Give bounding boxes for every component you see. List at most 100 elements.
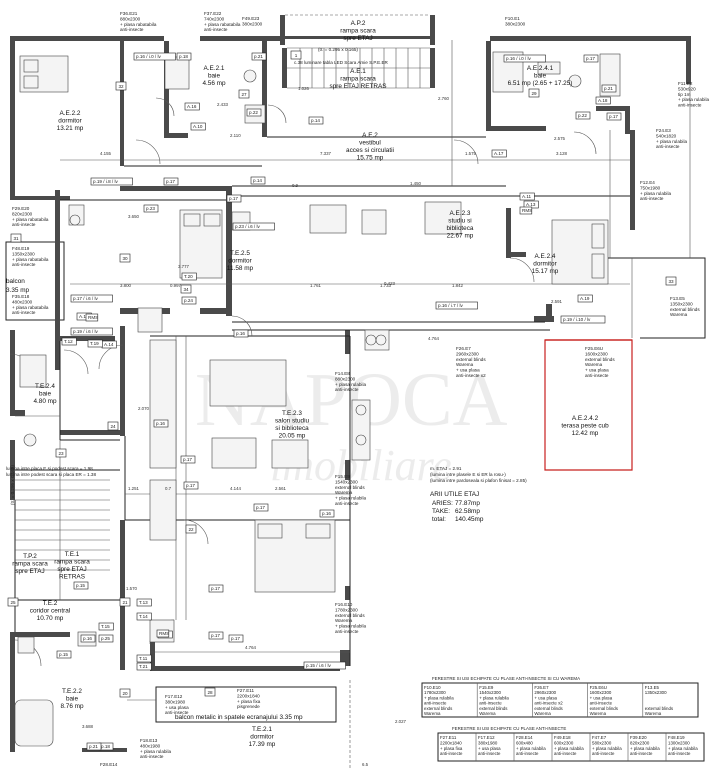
- dimension-text: 1.842: [452, 283, 464, 288]
- window-spec: anti-insecte: [335, 387, 359, 392]
- take-label: TAKE:: [432, 508, 450, 515]
- dimension-text: 0.9: [292, 183, 299, 188]
- room-label: coridor central: [30, 608, 71, 615]
- dimension-text: 2.027: [395, 719, 407, 724]
- mark-box: [136, 612, 152, 621]
- ref-tag-box: [238, 89, 250, 99]
- dimension-text: 1.733: [380, 283, 392, 288]
- room-label: 17.39 mp: [249, 741, 276, 748]
- element-code: p.17: [256, 505, 265, 510]
- table-cell: anti-insecte: [424, 701, 447, 706]
- room-id: A.E.2.2: [60, 110, 81, 117]
- window-spec: + plasa rabatabila: [12, 217, 49, 222]
- element-code: p.16 / i.7 / lv: [438, 303, 463, 308]
- element-code: p.19 / i.8 / lv: [93, 179, 118, 184]
- room-id: A.E.2: [362, 132, 378, 139]
- room-label: spre ETAJ: [343, 35, 372, 42]
- element-code: p.21: [89, 744, 98, 749]
- table-cell: 1540x2300: [479, 690, 501, 695]
- code-box: [575, 111, 591, 120]
- dimension-text: 1.575: [465, 151, 477, 156]
- dimension-text: 4.764: [428, 336, 440, 341]
- window-code: F48.E19: [12, 246, 30, 251]
- window-code: F18.E13: [140, 738, 158, 743]
- table-plase: FERESTRE SI USI ECHIPATE CU PLASE ANTI-I…: [437, 726, 705, 762]
- window-spec: anti-insecte: [656, 144, 680, 149]
- mark-box: [519, 206, 533, 215]
- room-label: spre ETAJ: [15, 568, 44, 575]
- element-code: p.18: [101, 744, 110, 749]
- code-box: [208, 631, 224, 640]
- room-label: 22.67 mp: [447, 233, 474, 240]
- room-label: dormitor: [228, 258, 252, 265]
- window-code: F49.E23: [242, 16, 260, 21]
- window-spec: pisgrenede: [237, 704, 260, 709]
- balcony-metal-label: balcon metalic in spatele ecranajului 3.…: [175, 714, 303, 721]
- window-spec: + plasa rulabila: [656, 139, 687, 144]
- table-cell: Warema: [590, 711, 607, 716]
- window-spec: Warema: [670, 312, 688, 317]
- window-spec: anti-insecte: [165, 710, 189, 715]
- code-box: [503, 54, 546, 63]
- window-spec: + plasa rulabila: [335, 496, 366, 501]
- table-cell: anti-insecte: [478, 751, 501, 756]
- window-spec: + plasa rulabila: [140, 749, 171, 754]
- dimension-text: 2.070: [138, 406, 150, 411]
- window-spec: 1350x2300: [670, 301, 693, 306]
- room-label: biblioteca: [446, 225, 473, 232]
- element-code: p.17: [166, 179, 175, 184]
- section-mark: A.19: [580, 296, 590, 301]
- table-cell: F25.E6U: [590, 685, 607, 690]
- window-spec: external blinds: [335, 613, 365, 618]
- room-label: rampa scara: [54, 559, 90, 566]
- code-box: [560, 315, 606, 324]
- window-code: F27.E11: [237, 688, 254, 693]
- room-label: rampa scara: [340, 76, 376, 83]
- section-mark: RMS: [522, 208, 532, 213]
- dimension-text: 4.144: [230, 486, 242, 491]
- table-cell: + plasa rulabila: [554, 746, 584, 751]
- element-code: p.17: [229, 196, 238, 201]
- room-id: A.E.2.4.1: [527, 65, 554, 72]
- stair2-note: (tr. = 0.295 x 0.165): [10, 465, 15, 505]
- table-cell: anti-insecte: [668, 751, 691, 756]
- element-code: p.16 / i.0 / lv: [506, 56, 531, 61]
- dimension-text: 1.761: [310, 283, 322, 288]
- element-code: p.19 / i.6 / lv: [73, 329, 98, 334]
- table-cell: 1600x2300: [590, 690, 612, 695]
- stair1-note-b: c.38 luminare tabla LED Scara Amie S.P.E…: [294, 60, 389, 65]
- table-cell: Warema: [424, 711, 441, 716]
- table-cell: anti-insecte: [554, 751, 577, 756]
- element-code: p.17: [586, 56, 595, 61]
- code-box: [98, 634, 114, 643]
- room-label: 11.58 mp: [227, 265, 254, 272]
- window-code: F14.E8: [335, 371, 350, 376]
- table-cell: 600x480: [516, 740, 533, 745]
- code-box: [606, 112, 622, 121]
- code-box: [319, 509, 335, 518]
- room-label: 13.21 mp: [57, 125, 84, 132]
- dimension-text: 0.997: [170, 283, 182, 288]
- table-cell: external blinds: [534, 706, 563, 711]
- areas-summary: ARII UTILE ETAJ ARIES: 77.87mp TAKE: 62.…: [430, 491, 484, 523]
- mark-box: [85, 313, 99, 322]
- room-label: acces si circulatii: [346, 147, 394, 154]
- room-label: spre ETAJ: [57, 566, 86, 573]
- element-code: p.16 / i.0 / lv: [136, 54, 161, 59]
- element-code: p.18: [179, 54, 188, 59]
- table-warema: FERESTRE SI USI ECHIPATE CU PLASE ANTI-I…: [421, 676, 699, 718]
- ref-tag: 25: [10, 600, 16, 605]
- ref-tag-box: [115, 81, 127, 91]
- dimension-text: 2.110: [230, 133, 241, 138]
- ref-tag: 30: [122, 256, 128, 261]
- table-cell: anti-insecte: [592, 751, 615, 756]
- window-spec: external blinds: [670, 307, 700, 312]
- ref-tag: 32: [118, 84, 124, 89]
- table-cell: + usa plasa: [590, 695, 613, 700]
- element-code: p.14: [253, 178, 262, 183]
- table-cell: + plasa rulabila: [630, 746, 660, 751]
- table-cell: anti-insecte: [590, 701, 613, 706]
- room-id: T.E.2.4: [35, 383, 55, 390]
- element-code: p.17: [183, 457, 192, 462]
